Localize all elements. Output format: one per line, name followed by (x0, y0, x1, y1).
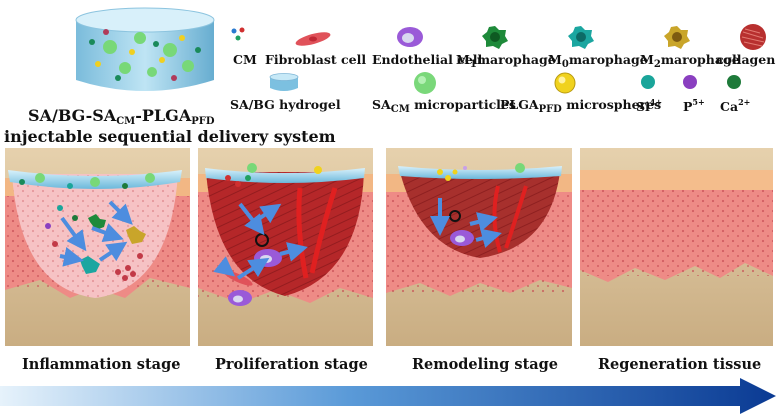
plga-prefix: PLGA (500, 97, 539, 112)
sacm-subscript: CM (390, 104, 410, 115)
sacm-prefix: SA (372, 97, 391, 112)
legend-cm-label: CM (233, 52, 257, 67)
stage-label-remodeling: Remodeling stage (412, 356, 559, 373)
m0-macrophage-icon (568, 26, 594, 49)
m0-prefix: M (548, 52, 562, 67)
legend-collagen-label: collagen (716, 52, 776, 67)
ca-prefix: Ca (720, 99, 739, 114)
m1-macrophage-icon (482, 26, 508, 49)
plga-microsphere-icon (554, 72, 576, 94)
legend-sacm-label: SACM microparticles (372, 97, 516, 115)
m0-subscript: 0 (561, 59, 569, 70)
system-title: SA/BG-SACM-PLGAPFD (28, 107, 215, 131)
proliferation-panel (198, 148, 373, 346)
si-superscript: 4+ (649, 97, 663, 107)
legend-plga-label: PLGAPFD microspheres (500, 97, 661, 115)
legend-ca-label: Ca2+ (720, 97, 750, 114)
sacm-microparticle-icon (414, 72, 436, 94)
plga-suffix: microspheres (561, 97, 662, 112)
ca-ion-icon (727, 75, 741, 89)
p-superscript: 5+ (692, 97, 705, 107)
m0-suffix: marophage (568, 52, 648, 67)
m2-prefix: M (640, 52, 654, 67)
m2-subscript: 2 (653, 59, 661, 70)
collagen-icon (740, 24, 766, 50)
p-prefix: P (683, 99, 693, 114)
p-ion-icon (683, 75, 697, 89)
hydrogel-icon (269, 73, 299, 91)
regeneration-panel (580, 148, 773, 346)
ca-superscript: 2+ (738, 97, 751, 107)
legend-m1-label: M1marophage (456, 52, 556, 70)
si-ion-icon (641, 75, 655, 89)
fibroblast-cell-icon (295, 32, 331, 46)
inflammation-panel (5, 148, 190, 346)
plga-subscript: PFD (538, 104, 562, 115)
stage-label-regeneration: Regeneration tissue (598, 356, 762, 373)
m1-subscript: 1 (469, 59, 477, 70)
legend-hydrogel-label: SA/BG hydrogel (230, 97, 341, 112)
legend-fibroblast-label: Fibroblast cell (265, 52, 367, 67)
timeline-arrow (0, 378, 776, 414)
legend-m2-label: M2marophage (640, 52, 740, 70)
title-subscript: CM (116, 116, 136, 127)
stage-label-inflammation: Inflammation stage (22, 356, 181, 373)
m2-suffix: marophage (660, 52, 740, 67)
microparticles (89, 29, 201, 81)
m1-suffix: marophage (476, 52, 556, 67)
hydrogel-cylinder-illustration (75, 7, 215, 91)
si-prefix: Si (636, 99, 650, 114)
m1-prefix: M (456, 52, 470, 67)
cm-icon (231, 27, 245, 41)
title-part: SA/BG-SA (28, 106, 117, 125)
remodeling-panel (386, 148, 572, 346)
sacm-suffix: microparticles (409, 97, 516, 112)
legend-p-label: P5+ (683, 97, 705, 114)
legend-endothelial-label: Endothelial cell (372, 52, 483, 67)
legend-si-label: Si4+ (636, 97, 662, 114)
title-subscript: PFD (191, 116, 215, 127)
stage-label-proliferation: Proliferation stage (215, 356, 368, 373)
wound-healing-panels (5, 148, 773, 346)
title-part: -PLGA (135, 106, 192, 125)
system-subtitle: injectable sequential delivery system (4, 127, 336, 146)
legend-m0-label: M0marophage (548, 52, 648, 70)
m2-macrophage-icon (664, 26, 690, 49)
endothelial-cell-icon (397, 27, 423, 47)
